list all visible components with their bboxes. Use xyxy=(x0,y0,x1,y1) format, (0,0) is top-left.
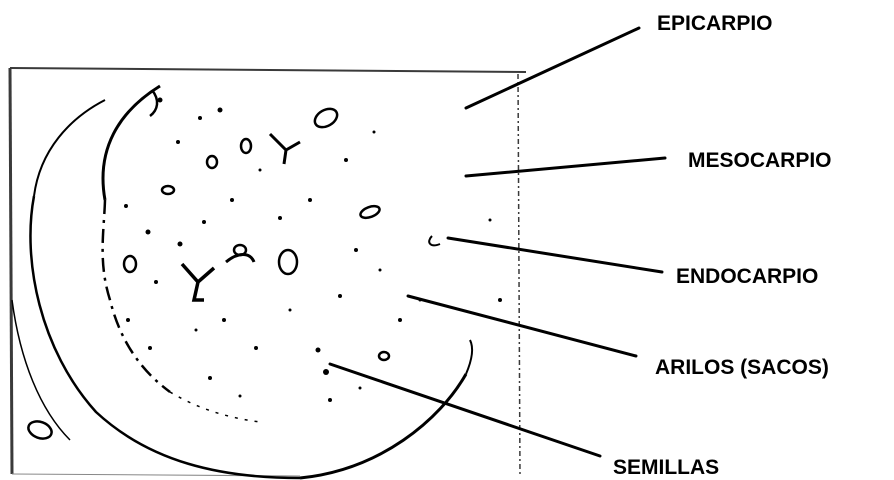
leader-line-mesocarpio xyxy=(466,158,665,176)
seed-speckles xyxy=(124,98,502,403)
leader-line-arilos xyxy=(408,296,636,356)
leader-line-endocarpio xyxy=(448,238,662,272)
fruit-flesh-outline xyxy=(34,86,472,478)
leader-line-epicarpio xyxy=(466,28,639,108)
label-epicarpio: EPICARPIO xyxy=(657,13,773,34)
label-endocarpio: ENDOCARPIO xyxy=(676,266,818,287)
label-mesocarpio: MESOCARPIO xyxy=(688,150,832,171)
leader-lines xyxy=(330,28,665,456)
label-arilos-sacos: ARILOS (SACOS) xyxy=(655,357,829,378)
fruit-rind xyxy=(12,196,300,478)
photo-frame xyxy=(10,68,526,476)
aril-sacs xyxy=(26,90,440,442)
label-semillas: SEMILLAS xyxy=(613,457,719,478)
